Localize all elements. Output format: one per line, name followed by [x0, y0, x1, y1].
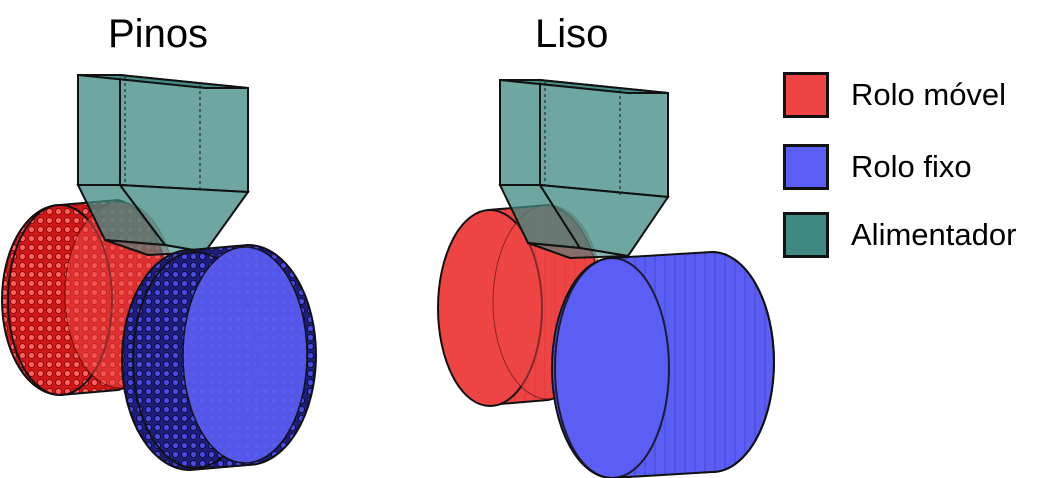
- pinos-roller-fixed: [121, 243, 317, 472]
- panel-title-liso: Liso: [535, 12, 609, 56]
- legend-label: Rolo móvel: [851, 77, 1007, 112]
- legend-item-alimentador: Alimentador: [783, 210, 1016, 260]
- legend-item-rolo-movel: Rolo móvel: [783, 70, 1006, 120]
- liso-feeder: [498, 78, 670, 260]
- panel-title-pinos: Pinos: [108, 12, 209, 56]
- legend-swatch-blue: [783, 144, 829, 190]
- liso-assembly: [437, 78, 775, 478]
- legend-item-rolo-fixo: Rolo fixo: [783, 142, 972, 192]
- legend-label: Rolo fixo: [851, 149, 972, 184]
- pinos-assembly: [1, 73, 317, 472]
- liso-roller-fixed: [551, 250, 775, 478]
- legend-swatch-red: [783, 72, 829, 118]
- legend-label: Alimentador: [851, 217, 1017, 252]
- legend-swatch-teal: [783, 212, 829, 258]
- pinos-feeder: [76, 73, 250, 257]
